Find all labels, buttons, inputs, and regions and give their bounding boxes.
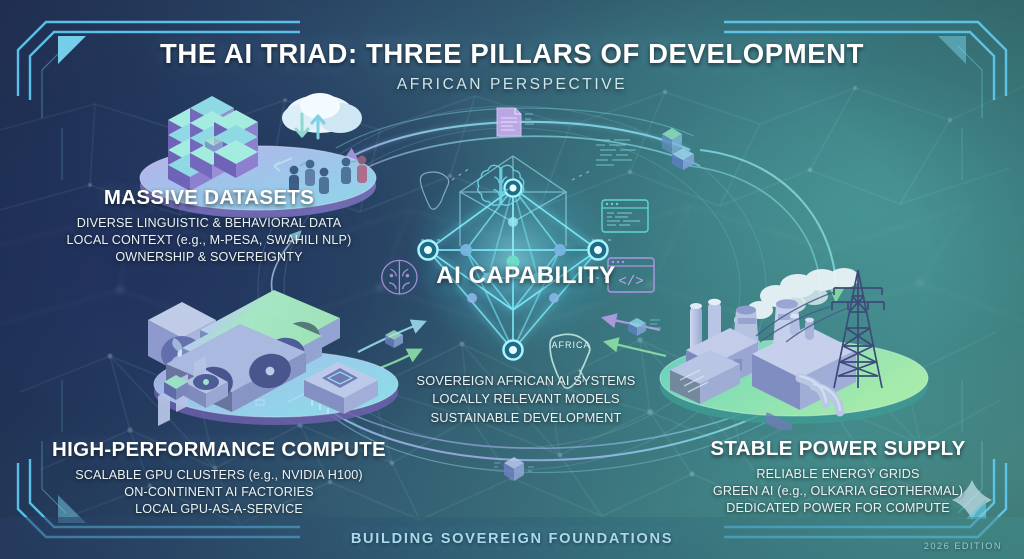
document-icon [496,107,534,137]
pillar-line: DEDICATED POWER FOR COMPUTE [726,501,950,516]
pillar-heading: HIGH-PERFORMANCE COMPUTE [51,438,387,461]
people-icon [289,155,367,194]
outcome-line: LOCALLY RELEVANT MODELS [432,391,620,407]
pillar-line: OWNERSHIP & SOVEREIGNTY [115,250,303,265]
power-pylon-icon [831,269,885,389]
cloud-icon [282,93,362,140]
hub-label: AI CAPABILITY [436,262,616,289]
massive-datasets-illustration [139,93,377,218]
database-icon [494,457,534,481]
pillar-line: SCALABLE GPU CLUSTERS (e.g., NVIDIA H100… [75,468,363,482]
pillar-heading: MASSIVE DATASETS [103,186,315,209]
outcome-line: SUSTAINABLE DEVELOPMENT [430,409,622,425]
database-icon [662,128,682,154]
page-subtitle: AFRICAN PERSPECTIVE [396,76,628,93]
pillar-heading: STABLE POWER SUPPLY [710,437,966,460]
pillar-line: RELIABLE ENERGY GRIDS [756,467,920,481]
outcome-line: SOVEREIGN AFRICAN AI SYSTEMS [416,373,636,388]
high-performance-compute-illustration [148,290,399,426]
pillar-line: LOCAL GPU-AS-A-SERVICE [135,502,303,517]
pillar-line: LOCAL CONTEXT (e.g., M-PESA, SWAHILI NLP… [66,233,352,248]
edition-label: 2026 EDITION [923,541,1002,551]
pillar-line: DIVERSE LINGUISTIC & BEHAVIORAL DATA [76,216,342,230]
pillar-line: ON-CONTINENT AI FACTORIES [124,485,314,500]
pillar-line: GREEN AI (e.g., OLKARIA GEOTHERMAL) [712,484,964,499]
pillar-high-performance-compute: HIGH-PERFORMANCE COMPUTE SCALABLE GPU CL… [14,438,424,518]
pillar-massive-datasets: MASSIVE DATASETS DIVERSE LINGUISTIC & BE… [16,186,402,266]
footer-tagline: BUILDING SOVEREIGN FOUNDATIONS [350,531,674,547]
database-icon [672,148,694,170]
page-title: THE AI TRIAD: THREE PILLARS OF DEVELOPME… [159,38,865,69]
stable-power-supply-illustration [659,268,929,430]
outcomes-list: SOVEREIGN AFRICAN AI SYSTEMS LOCALLY REL… [386,372,666,427]
pillar-stable-power-supply: STABLE POWER SUPPLY RELIABLE ENERGY GRID… [670,437,1006,517]
